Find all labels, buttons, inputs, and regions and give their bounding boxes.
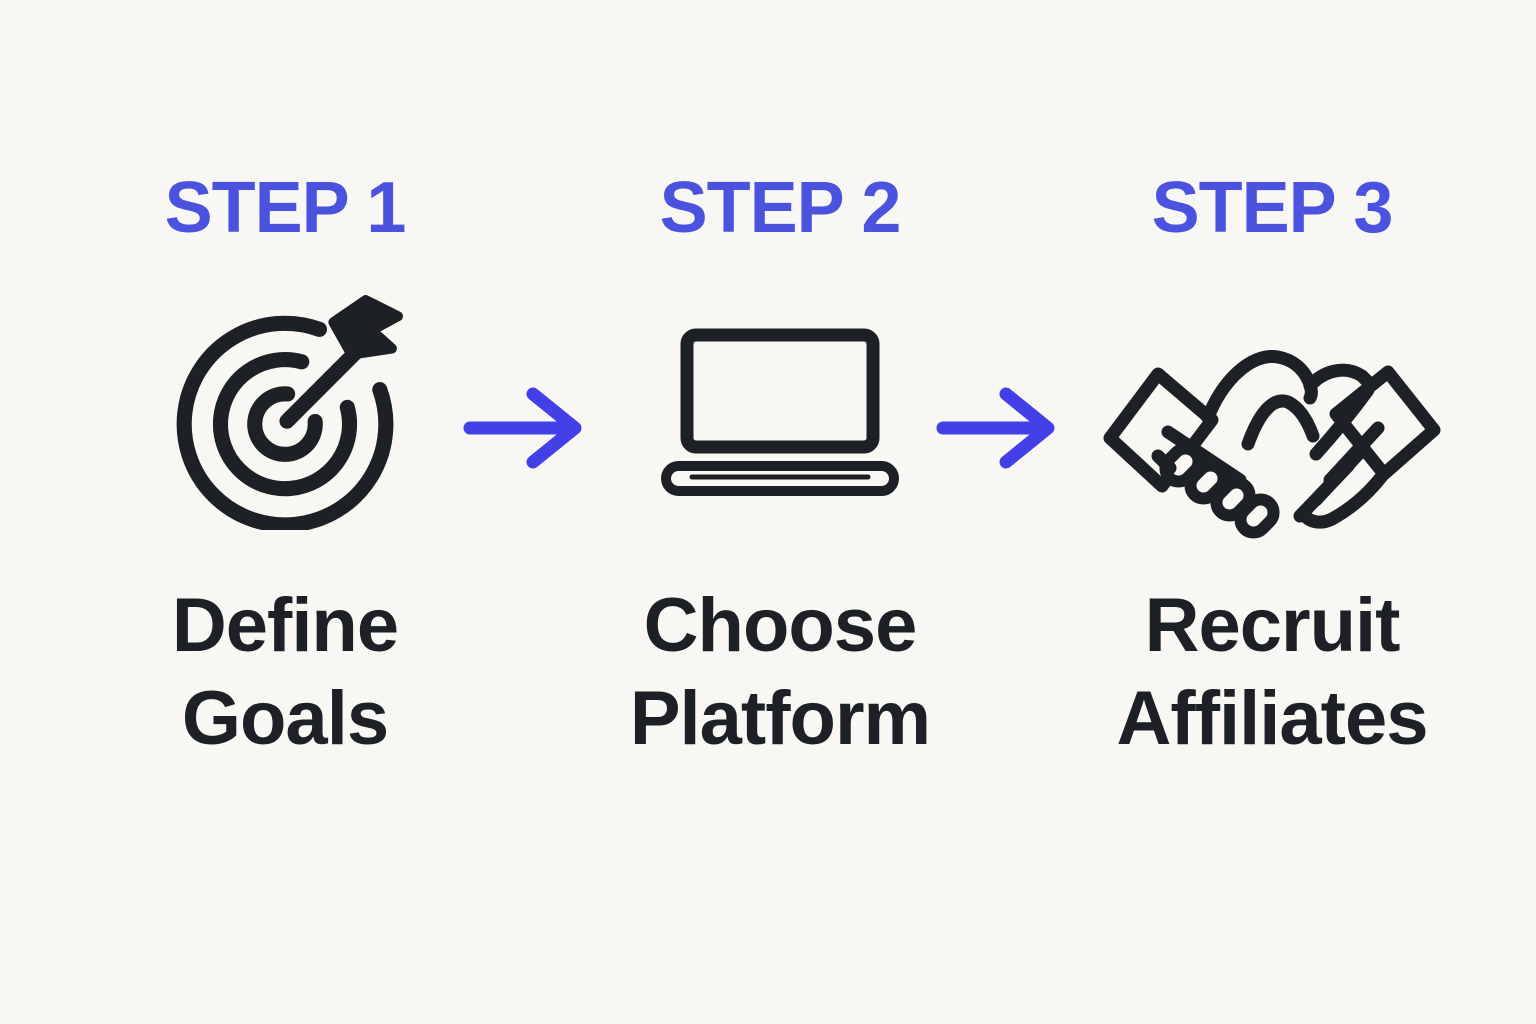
step-1: STEP 1 Define Goals xyxy=(105,168,465,761)
handshake-icon xyxy=(1103,350,1441,539)
arrow-right-icon xyxy=(936,387,1055,469)
step-3-title-line1: Recruit xyxy=(1144,583,1401,668)
step-2-title: Choose Platform xyxy=(540,580,1020,765)
step-3: STEP 3 xyxy=(1082,168,1462,761)
step-3-title: Recruit Affiliates xyxy=(1032,580,1512,765)
step-2: STEP 2 Choose Platform xyxy=(600,168,960,761)
target-dart-icon xyxy=(176,295,403,530)
step-1-title: Define Goals xyxy=(45,580,525,765)
step-1-title-line1: Define xyxy=(171,583,399,668)
step-3-title-line2: Affiliates xyxy=(1116,675,1429,761)
arrow-right-icon xyxy=(463,387,582,469)
step-3-label: STEP 3 xyxy=(1151,168,1394,248)
step-1-label: STEP 1 xyxy=(164,168,407,248)
step-2-icon-wrap xyxy=(600,284,960,534)
step-1-title-line2: Goals xyxy=(181,675,389,761)
step-2-title-line1: Choose xyxy=(643,583,918,668)
step-2-title-line2: Platform xyxy=(629,675,931,761)
laptop-icon xyxy=(661,328,899,496)
step-1-icon-wrap xyxy=(105,284,465,534)
step-3-icon-wrap xyxy=(1082,284,1462,539)
step-2-label: STEP 2 xyxy=(659,168,902,248)
